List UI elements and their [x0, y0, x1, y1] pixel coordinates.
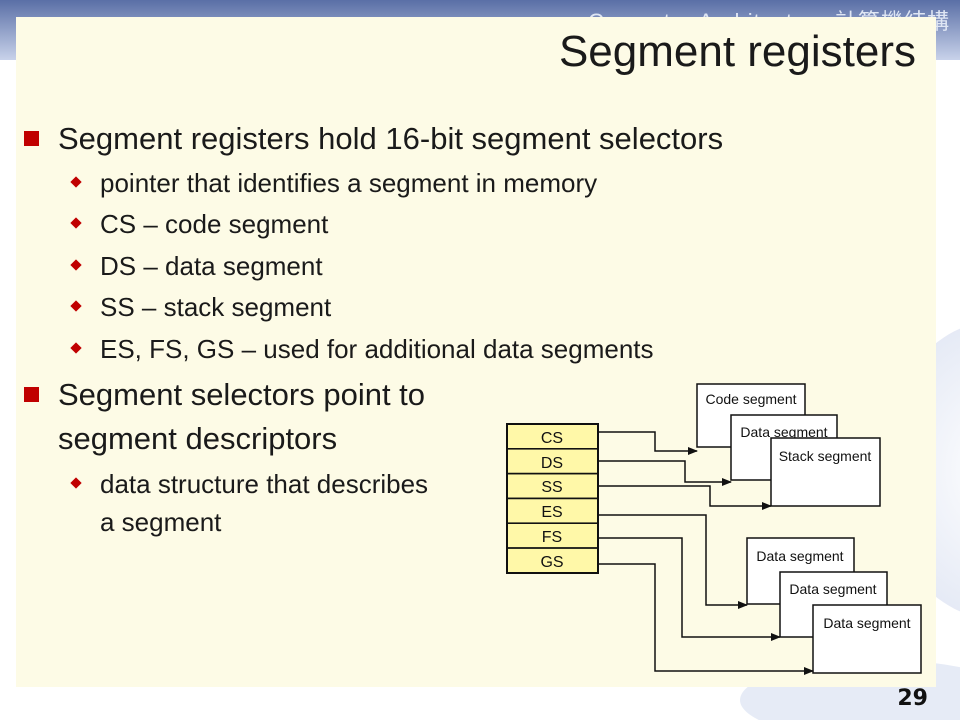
segment-label: Data segment	[740, 424, 827, 440]
segment-stack: Stack segment	[770, 437, 881, 507]
arrow-ds	[598, 460, 732, 486]
slide-panel: Segment registers Segment registers hold…	[16, 17, 936, 687]
square-bullet-icon	[24, 387, 39, 402]
arrow-gs	[598, 563, 814, 675]
register-label: CS	[541, 430, 563, 447]
segment-label: Data segment	[823, 615, 910, 631]
segment-label: Stack segment	[779, 448, 872, 464]
page-number: 29	[897, 686, 928, 711]
register-label: FS	[542, 529, 562, 546]
sub-bullet-text: DS – data segment	[100, 251, 323, 281]
segment-label: Data segment	[789, 581, 876, 597]
arrow-cs	[598, 431, 698, 455]
segment-data-4: Data segment	[812, 604, 922, 674]
register-label: SS	[541, 479, 562, 496]
sub-bullet-text: SS – stack segment	[100, 292, 332, 322]
arrow-es	[598, 514, 748, 609]
segment-label: Data segment	[756, 548, 843, 564]
sub-bullet-text: ES, FS, GS – used for additional data se…	[100, 334, 654, 364]
register-gs: GS	[506, 547, 599, 574]
bullet-text: segment descriptors	[58, 421, 338, 456]
segment-label: Code segment	[705, 391, 796, 407]
sub-bullet-text: a segment	[100, 507, 222, 537]
sub-bullet-text: CS – code segment	[100, 209, 329, 239]
arrow-ss	[598, 485, 772, 510]
slide-title: Segment registers	[558, 27, 916, 76]
bullet-text: Segment selectors point to	[58, 377, 426, 412]
register-label: ES	[541, 504, 562, 521]
bullet-text: Segment registers hold 16-bit segment se…	[58, 121, 724, 156]
arrow-fs	[598, 537, 781, 641]
sub-bullet-text: pointer that identifies a segment in mem…	[100, 168, 598, 198]
connector-arrows	[598, 431, 814, 675]
register-label: DS	[541, 455, 563, 472]
sub-bullet-text: data structure that describes	[100, 469, 429, 499]
register-label: GS	[540, 554, 563, 571]
square-bullet-icon	[24, 131, 39, 146]
